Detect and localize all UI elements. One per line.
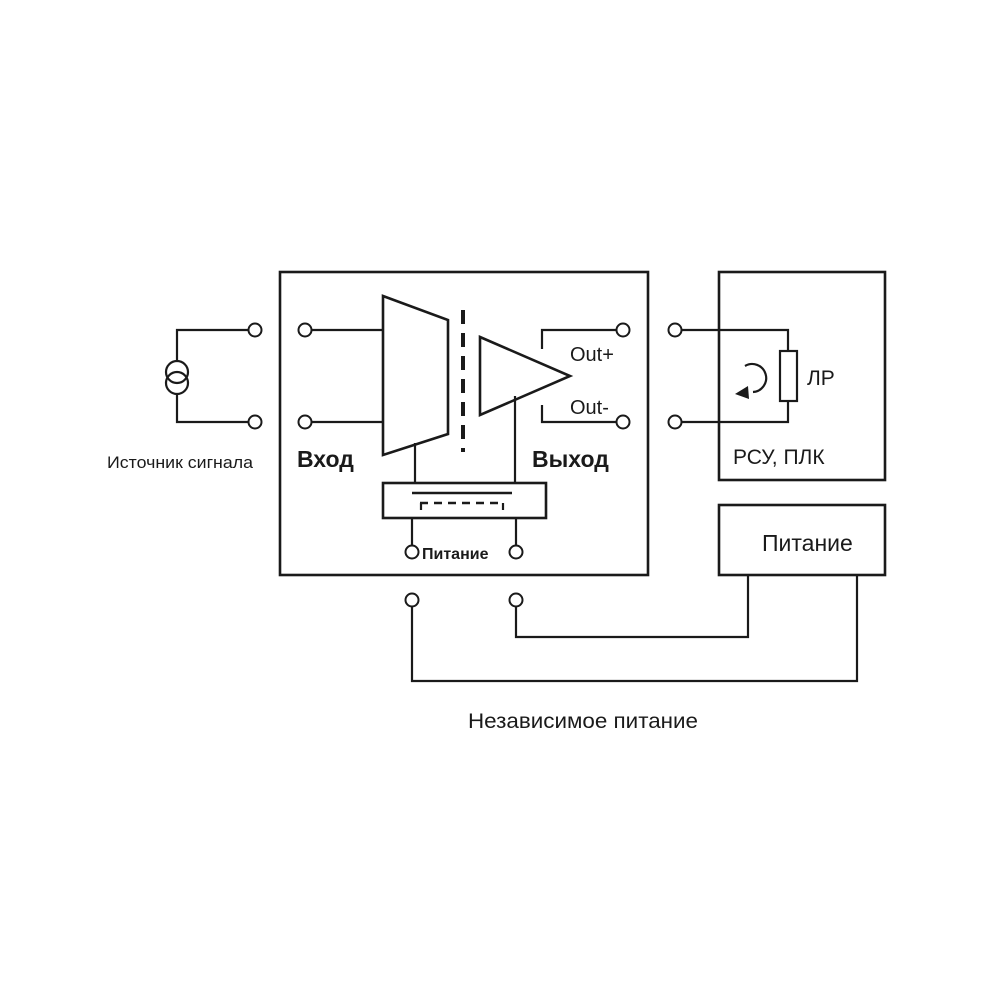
internal-power-block [381,481,548,520]
signal-source-label: Источник сигнала [107,453,254,472]
module-power-supply-terminal-1 [404,592,420,608]
power-wire-1 [514,575,750,639]
isolator-module-box [278,270,650,577]
current-source-icon [164,359,190,385]
output-terminal-plus [615,322,631,338]
current-loop-arrow-icon [744,362,768,394]
source-terminal-plus [247,322,263,338]
load-resistor-icon [778,349,799,403]
controller-box [717,270,887,482]
power-wire-2 [410,575,859,683]
power-supply-label: Питание [762,530,853,556]
independent-power-label: Независимое питание [468,710,698,733]
module-power-supply-terminal-2 [508,592,524,608]
out-minus-label: Out- [570,397,609,419]
input-terminal-minus [297,414,313,430]
module-power-terminal-1 [404,544,420,560]
signal-source-circuit [164,322,263,430]
source-terminal-minus [247,414,263,430]
controller-terminal-minus [667,414,683,430]
module-power-terminal-2 [508,544,524,560]
out-plus-label: Out+ [570,344,614,366]
input-converter-block [381,294,450,457]
power-supply-box [717,503,887,577]
load-resistor-label: ЛР [807,367,835,390]
output-amplifier-block [478,335,574,417]
input-label: Вход [297,446,354,472]
input-terminal-plus [297,322,313,338]
controller-terminal-plus [667,322,683,338]
module-power-label: Питание [422,546,489,563]
output-label: Выход [532,446,609,472]
output-terminal-minus [615,414,631,430]
controller-label: РСУ, ПЛК [733,446,825,469]
